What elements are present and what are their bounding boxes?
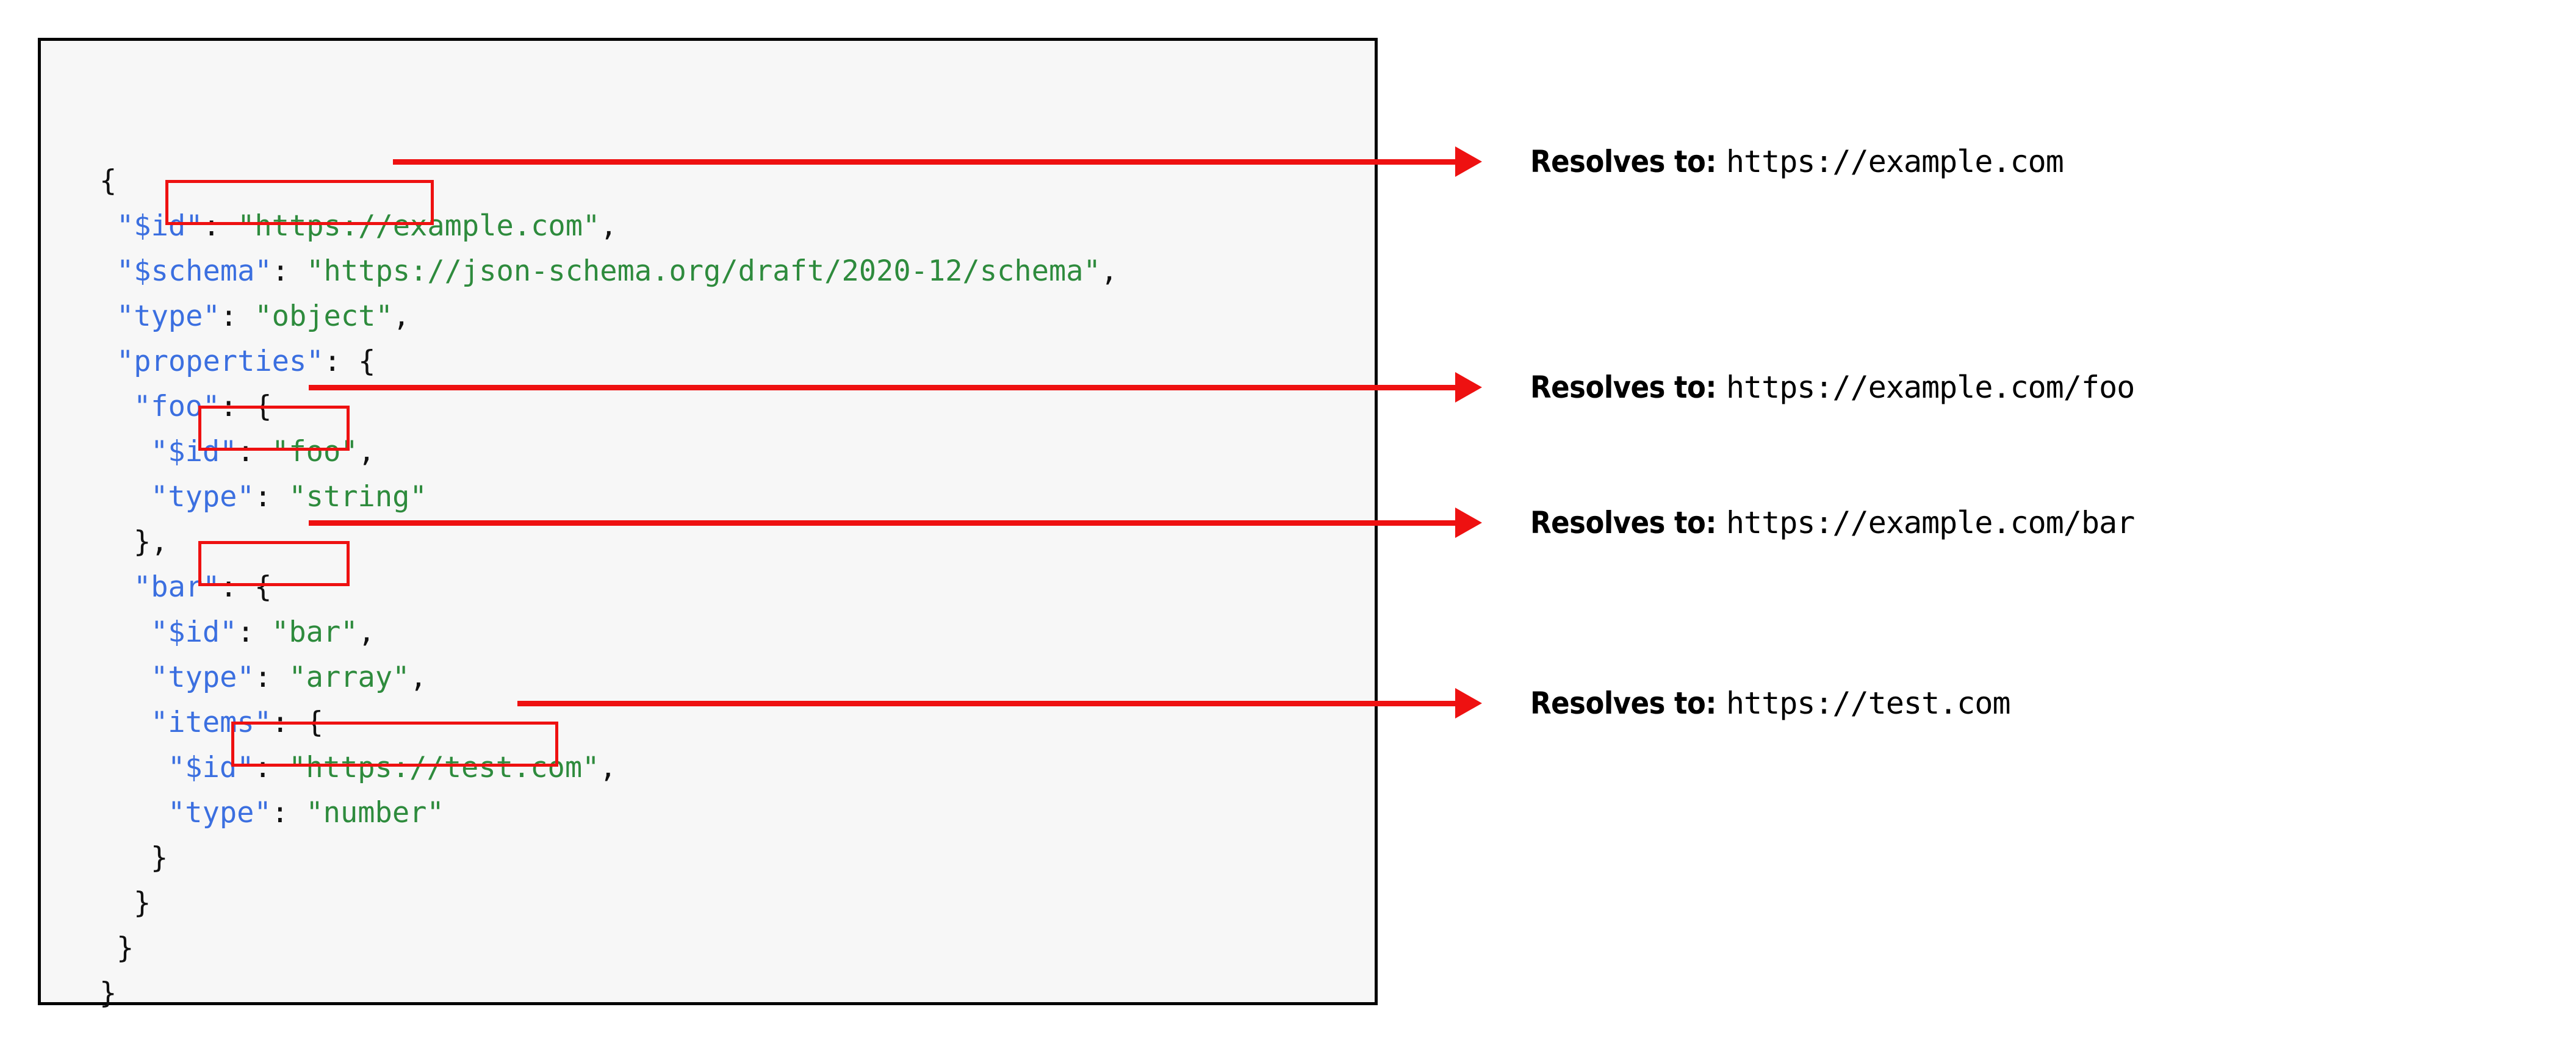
code-line: "type": "number" xyxy=(99,790,1118,836)
code-line: "items": { xyxy=(99,700,1118,745)
code-line: "type": "object", xyxy=(99,294,1118,339)
code-token-s: "array" xyxy=(289,661,410,694)
code-line: } xyxy=(99,836,1118,881)
resolved-uri-value: https://example.com/bar xyxy=(1725,505,2135,540)
code-token-s: "foo" xyxy=(272,435,358,468)
code-line: "$id": "https://test.com", xyxy=(99,745,1118,790)
resolution-annotation-4: Resolves to: https://test.com xyxy=(1530,681,2011,726)
arrow-head-icon xyxy=(1455,372,1482,403)
code-token-p: : xyxy=(203,209,238,243)
code-line: "$id": "https://example.com", xyxy=(99,204,1118,249)
code-line: } xyxy=(99,971,1118,1016)
code-token-s: "string" xyxy=(289,480,427,514)
arrow-head-icon xyxy=(1455,507,1482,538)
code-token-k: "type" xyxy=(151,661,254,694)
code-token-p: : xyxy=(220,299,255,333)
resolution-annotation-3: Resolves to: https://example.com/bar xyxy=(1530,500,2135,545)
code-token-s: "https://json-schema.org/draft/2020-12/s… xyxy=(306,254,1101,288)
code-token-p: , xyxy=(409,661,427,694)
code-token-p: } xyxy=(117,931,134,965)
code-token-p: } xyxy=(134,886,151,920)
resolves-to-label: Resolves to: xyxy=(1530,686,1716,721)
resolves-to-label: Resolves to: xyxy=(1530,144,1716,179)
resolution-annotation-1: Resolves to: https://example.com xyxy=(1530,139,2064,184)
code-token-p: , xyxy=(599,751,617,784)
code-token-k: "type" xyxy=(151,480,254,514)
code-token-k: "foo" xyxy=(134,390,220,423)
arrow-shaft xyxy=(393,159,1456,165)
code-token-s: "bar" xyxy=(272,615,358,649)
code-token-p: : xyxy=(254,480,289,514)
code-token-s: "https://test.com" xyxy=(289,751,600,784)
code-token-k: "items" xyxy=(151,706,272,739)
code-line: "$id": "foo", xyxy=(99,429,1118,475)
code-token-k: "$schema" xyxy=(117,254,272,288)
code-token-p: : { xyxy=(323,345,376,378)
code-token-p: , xyxy=(1100,254,1118,288)
code-line: "$id": "bar", xyxy=(99,610,1118,655)
resolved-uri-value: https://test.com xyxy=(1725,686,2011,721)
resolution-arrow-4 xyxy=(517,681,1482,726)
code-line: "type": "string" xyxy=(99,475,1118,520)
resolution-arrow-2 xyxy=(309,365,1482,410)
code-token-k: "type" xyxy=(117,299,220,333)
code-token-p: : { xyxy=(272,706,323,739)
resolved-uri-value: https://example.com xyxy=(1725,144,2064,179)
code-line: } xyxy=(99,881,1118,926)
code-token-p: }, xyxy=(134,525,168,559)
code-token-p: , xyxy=(358,615,375,649)
code-line: { xyxy=(99,159,1118,204)
resolution-arrow-1 xyxy=(393,139,1482,184)
code-token-s: "object" xyxy=(254,299,393,333)
code-token-s: "https://example.com" xyxy=(237,209,600,243)
code-token-k: "type" xyxy=(168,796,272,830)
arrow-shaft xyxy=(309,520,1456,526)
code-token-k: "$id" xyxy=(117,209,203,243)
code-token-k: "$id" xyxy=(151,435,237,468)
code-line: "bar": { xyxy=(99,565,1118,610)
arrow-head-icon xyxy=(1455,146,1482,177)
code-token-k: "$id" xyxy=(151,615,237,649)
resolves-to-label: Resolves to: xyxy=(1530,370,1716,405)
code-token-p: , xyxy=(358,435,375,468)
code-token-p: : xyxy=(271,796,306,830)
code-line: "type": "array", xyxy=(99,655,1118,700)
code-token-p: : xyxy=(272,254,307,288)
code-listing: {"$id": "https://example.com","$schema":… xyxy=(99,159,1118,1016)
code-token-k: "properties" xyxy=(117,345,324,378)
resolves-to-label: Resolves to: xyxy=(1530,505,1716,540)
arrow-head-icon xyxy=(1455,688,1482,719)
code-token-s: "number" xyxy=(306,796,444,830)
arrow-shaft xyxy=(309,384,1456,390)
code-token-k: "$id" xyxy=(168,751,254,784)
code-line: "properties": { xyxy=(99,339,1118,384)
code-token-p: : xyxy=(254,661,289,694)
code-line: "$schema": "https://json-schema.org/draf… xyxy=(99,249,1118,294)
code-line: }, xyxy=(99,520,1118,565)
code-token-p: : xyxy=(237,435,272,468)
code-token-p: : { xyxy=(220,390,272,423)
resolution-annotation-2: Resolves to: https://example.com/foo xyxy=(1530,365,2135,410)
code-token-p: } xyxy=(151,841,168,875)
code-token-p: , xyxy=(600,209,617,243)
resolved-uri-value: https://example.com/foo xyxy=(1725,370,2135,405)
code-token-p: } xyxy=(99,977,117,1010)
code-token-k: "bar" xyxy=(134,570,220,604)
code-line: } xyxy=(99,926,1118,971)
code-token-p: : xyxy=(254,751,289,784)
arrow-shaft xyxy=(517,700,1456,706)
resolution-arrow-3 xyxy=(309,500,1482,545)
code-token-p: : { xyxy=(220,570,272,604)
code-token-p: , xyxy=(392,299,411,333)
code-token-p: { xyxy=(99,164,117,198)
code-token-p: : xyxy=(237,615,272,649)
